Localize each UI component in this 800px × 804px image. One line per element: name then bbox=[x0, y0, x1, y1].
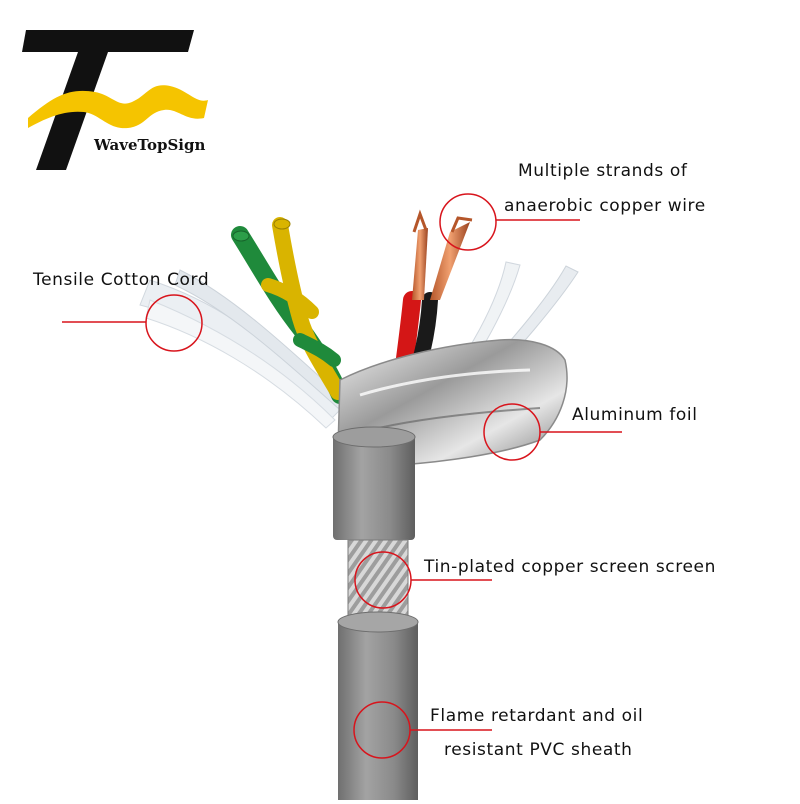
sheath-upper bbox=[333, 435, 415, 540]
conductor-green-yellow bbox=[231, 217, 349, 404]
callout-leaders bbox=[62, 219, 622, 731]
brand-logo bbox=[22, 30, 208, 170]
label-foil: Aluminum foil bbox=[572, 405, 698, 425]
label-sheath-line2: resistant PVC sheath bbox=[444, 740, 633, 760]
sheath-lower bbox=[338, 620, 418, 800]
label-strands-line2: anaerobic copper wire bbox=[504, 196, 706, 216]
label-cotton: Tensile Cotton Cord bbox=[33, 270, 210, 290]
label-sheath-line1: Flame retardant and oil bbox=[430, 706, 644, 726]
callout-circle-cotton bbox=[145, 294, 203, 352]
label-strands-line1: Multiple strands of bbox=[518, 161, 688, 181]
label-screen: Tin-plated copper screen screen bbox=[424, 557, 716, 577]
cotton-cord bbox=[139, 269, 346, 429]
copper-strands bbox=[412, 209, 473, 300]
brand-name: WaveTopSign bbox=[94, 136, 206, 154]
callout-circle-strands bbox=[439, 193, 497, 251]
